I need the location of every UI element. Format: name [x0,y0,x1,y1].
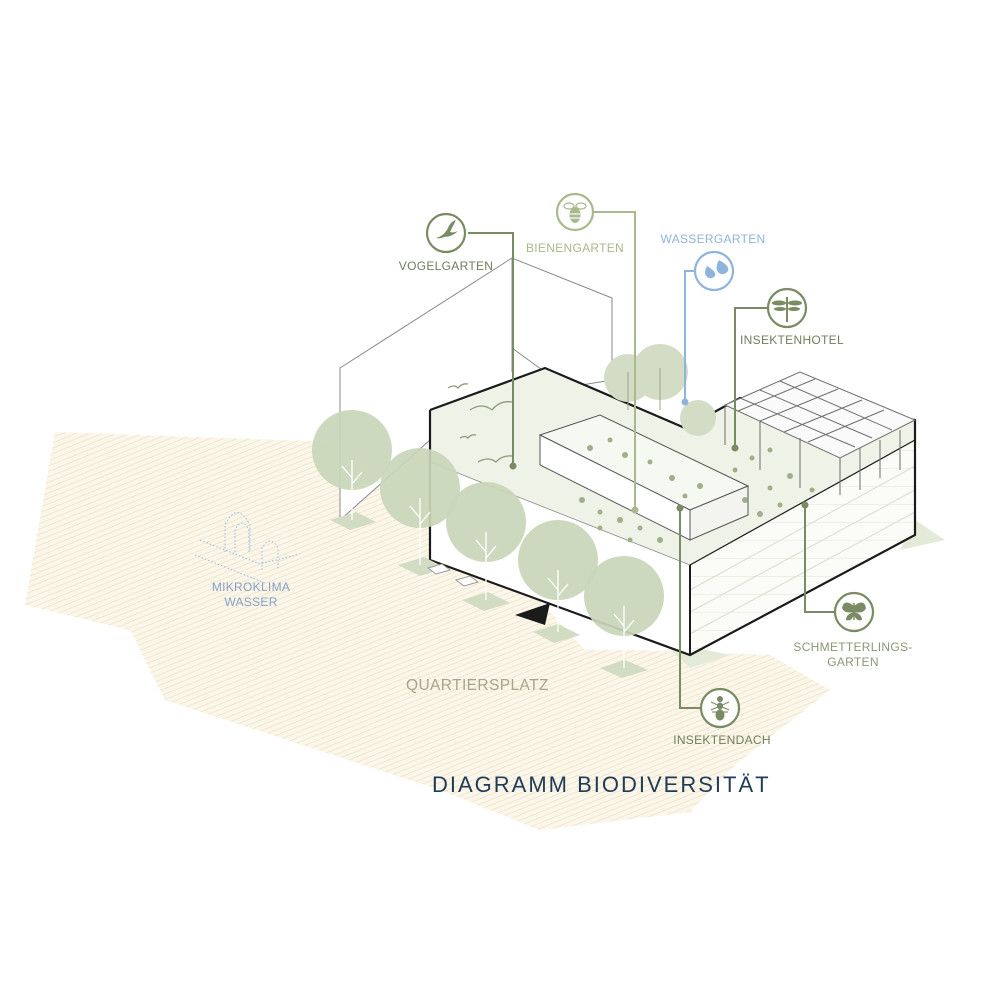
label-insektenhotel: INSEKTENHOTEL [740,333,844,347]
label-insektendach: INSEKTENDACH [673,733,771,747]
roof-plants [579,437,815,543]
tree [518,520,598,643]
label-schmetterlingsgarten-line1: SCHMETTERLINGS- [793,640,913,654]
label-mikroklima-line1: MIKROKLIMA [211,580,291,594]
bee-icon [555,192,595,232]
street-furniture [426,563,480,587]
leader-insektenhotel [734,307,768,448]
entrance-arrow [515,603,550,625]
street-trees [312,410,664,678]
pergola-frame [723,371,917,495]
dragonfly-icon [766,287,808,329]
bird-silhouettes [447,383,513,463]
label-bienengarten: BIENENGARTEN [525,241,625,255]
tree [446,482,526,611]
background-trees [604,344,716,436]
leader-wassergarten [684,270,695,402]
label-wassergarten: WASSERGARTEN [660,232,766,246]
bird-icon [425,212,467,254]
label-mikroklima-line2: WASSER [224,595,278,609]
leader-bienengarten [593,211,636,510]
label-quartiersplatz: QUARTIERSPLATZ [406,677,549,694]
leader-vogelgarten [468,232,514,466]
fountain-icon [194,512,301,584]
ground-hatch-arrow [25,432,830,830]
callout-anchor-dots [509,398,809,514]
label-schmetterlingsgarten-line2: GARTEN [827,655,879,669]
butterfly-icon [833,591,875,633]
roof-box [538,414,750,541]
ant-icon [699,687,741,729]
leader-insektendach [679,508,702,709]
callout-leaders [468,211,836,709]
label-vogelgarten: VOGELGARTEN [398,259,494,273]
leader-schmetterlingsgarten [804,505,836,613]
water-drop-icon [693,250,735,292]
diagram-title: DIAGRAMM BIODIVERSITÄT [432,772,771,797]
tree [312,410,392,530]
tree [584,556,664,678]
